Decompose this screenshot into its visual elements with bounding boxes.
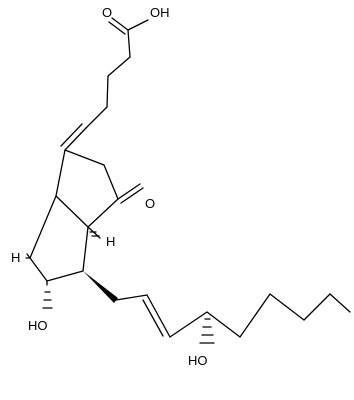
bond-ring-a2 (55, 195, 89, 228)
bond-c2-c3 (107, 56, 131, 77)
acid-hydroxyl-label: OH (150, 5, 170, 20)
bond-ring-b4 (29, 195, 57, 259)
bond-chain-5 (239, 293, 271, 338)
bond-chain-8 (329, 293, 351, 313)
bond-chain-7 (303, 293, 331, 321)
h-left-label: H (11, 250, 20, 265)
bond-ring-a4 (103, 164, 119, 200)
hash-bond-left-h (25, 253, 31, 259)
bond-c1-c2 (127, 29, 131, 58)
bond-ring-b1 (82, 226, 89, 272)
bond-c3-c4 (106, 75, 109, 108)
acid-oxygen-label: O (102, 5, 112, 20)
bond-chain-3 (169, 311, 208, 338)
bond-chain-4 (206, 311, 241, 338)
bicyclic-core: O H H HO (11, 149, 155, 333)
bond-ring-b3 (29, 257, 48, 282)
bond-ring-a1 (55, 149, 66, 197)
bond-c-o-double-2 (108, 21, 126, 35)
bond-c-oh (127, 19, 149, 31)
bond-ring-b2 (46, 270, 84, 282)
bond-c5-c6-double-1 (64, 127, 87, 151)
bond-chain-6 (269, 293, 305, 321)
wedge-bond-side-chain (83, 271, 118, 303)
side-chain-upper (60, 56, 131, 151)
hash-bond-chain-oh (199, 318, 215, 344)
carboxylic-acid-group: O OH (102, 5, 170, 58)
hash-bond-right-h (87, 226, 101, 239)
bond-chain-1 (115, 294, 148, 301)
bond-chain-2-double-1 (146, 294, 171, 338)
h-right-label: H (106, 234, 115, 249)
bond-c-o-double-1 (111, 17, 129, 31)
bond-ketone-1 (117, 183, 141, 200)
bond-c5-c6-double-2 (60, 123, 83, 147)
side-chain-lower: HO (115, 293, 351, 368)
chain-hydroxyl-label: HO (188, 353, 208, 368)
bond-c4-c5 (85, 106, 108, 129)
ring-hydroxyl-label: HO (28, 318, 48, 333)
bond-chain-2-double-2 (142, 299, 164, 337)
bond-ketone-2 (120, 187, 144, 204)
hash-bond-ring-oh (42, 280, 53, 309)
bond-ring-a3 (87, 198, 119, 228)
ketone-oxygen-label: O (145, 196, 155, 211)
bond-ring-a5 (64, 149, 105, 166)
